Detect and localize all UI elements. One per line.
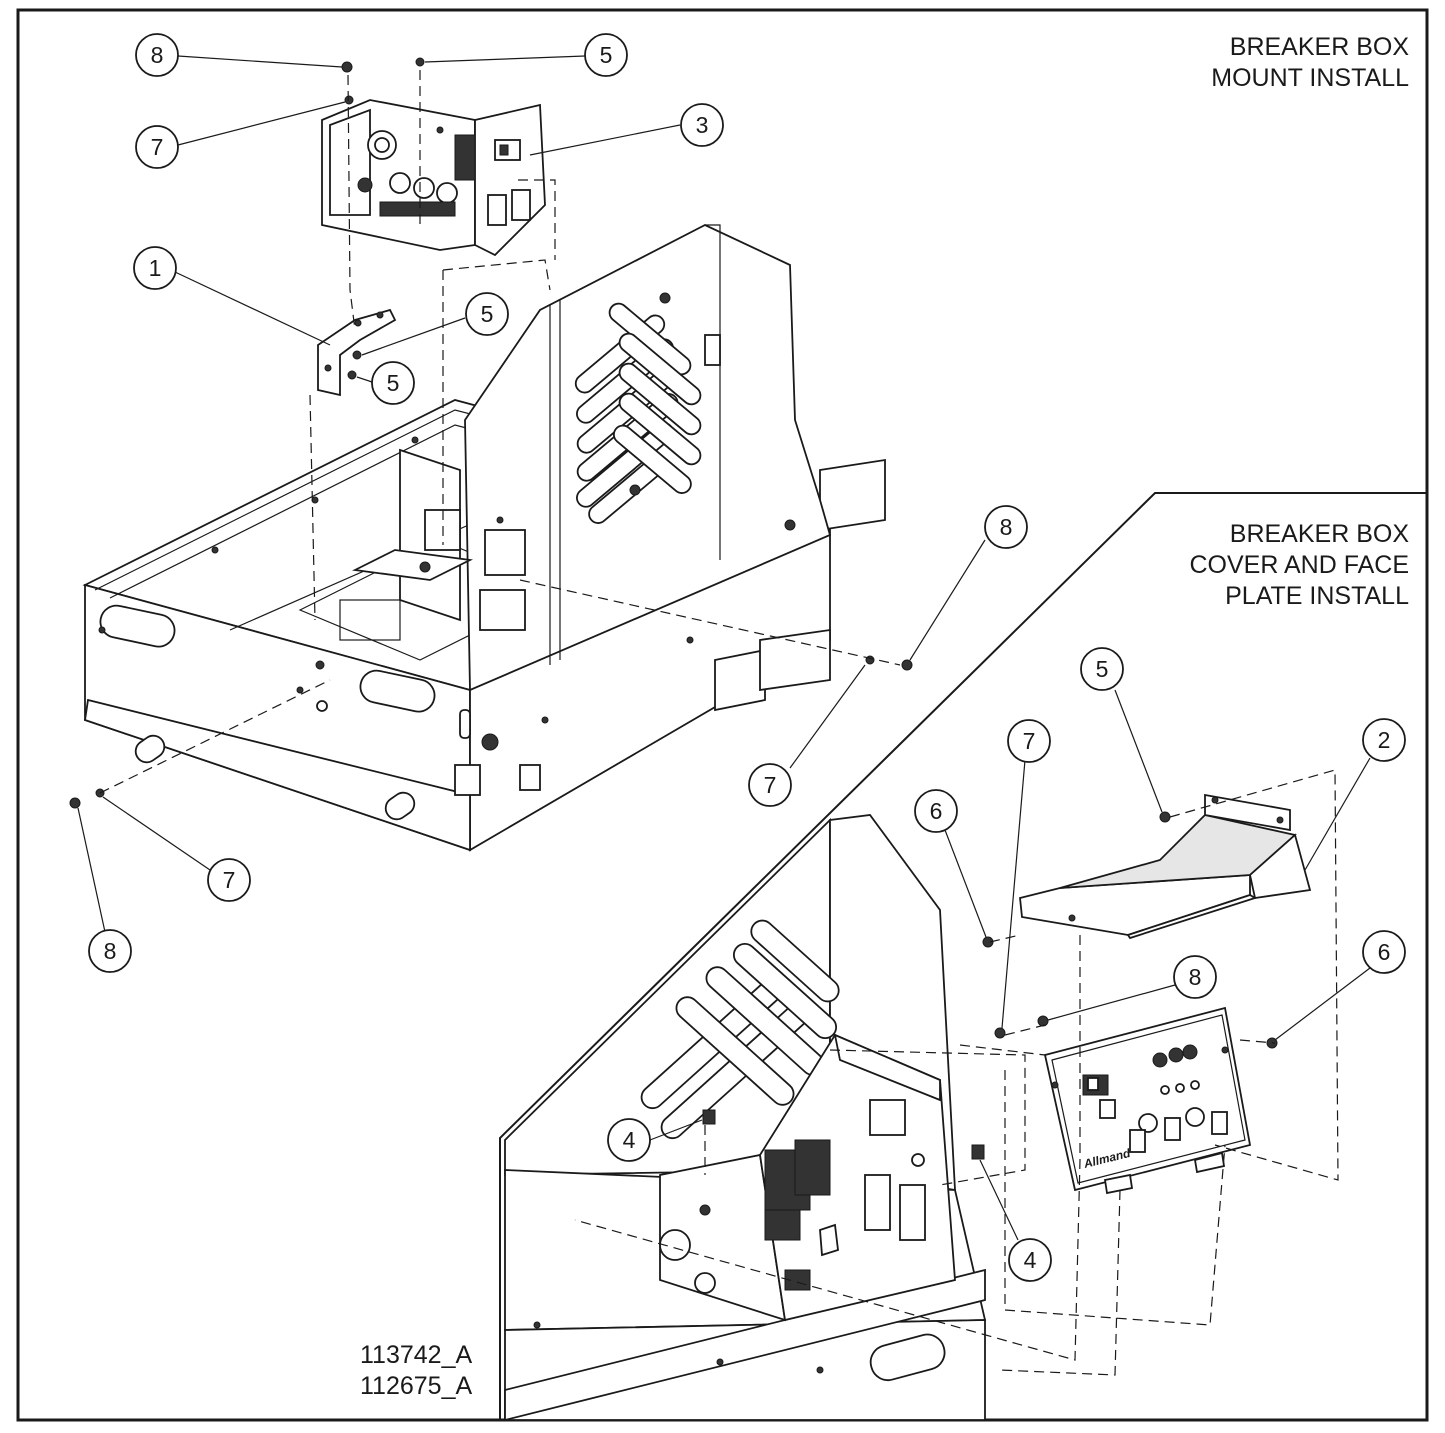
callout-2: 2 (1362, 718, 1406, 762)
callout-3: 3 (680, 103, 724, 147)
svg-text:3: 3 (696, 112, 709, 138)
svg-text:2: 2 (1378, 727, 1391, 753)
svg-text:8: 8 (104, 938, 117, 964)
svg-text:4: 4 (623, 1127, 636, 1153)
svg-text:8: 8 (1000, 514, 1013, 540)
svg-text:8: 8 (1189, 964, 1202, 990)
clip-4-right (971, 1144, 985, 1160)
mount-install-title-line-2: MOUNT INSTALL (1211, 64, 1409, 92)
svg-text:4: 4 (1024, 1247, 1037, 1273)
cover-install-title-line-2: COVER AND FACE (1189, 551, 1410, 579)
svg-text:8: 8 (151, 42, 164, 68)
callout-4-b: 4 (1008, 1238, 1052, 1282)
vent-slots (574, 302, 702, 524)
document-numbers: 113742_A 112675_A (360, 1340, 472, 1402)
mount-install-title: BREAKER BOX MOUNT INSTALL (1211, 32, 1409, 94)
tray-plate (351, 549, 474, 581)
svg-text:5: 5 (600, 42, 613, 68)
svg-text:7: 7 (223, 867, 236, 893)
bracket-part-1 (317, 308, 397, 397)
svg-text:7: 7 (1023, 728, 1036, 754)
nut-5-mid (352, 350, 362, 360)
cover-install-title-line-3: PLATE INSTALL (1225, 582, 1409, 610)
callout-5-b: 5 (465, 292, 509, 336)
washer-7-top (344, 95, 354, 105)
screw-8-left (69, 797, 81, 809)
washer-7-lower (994, 1027, 1006, 1039)
cover-install-title: BREAKER BOX COVER AND FACE PLATE INSTALL (1190, 519, 1410, 612)
callout-8-c: 8 (88, 929, 132, 973)
breaker-box-part-3 (321, 99, 546, 257)
svg-text:5: 5 (387, 370, 400, 396)
nut-5-low (347, 370, 357, 380)
clip-4-left (702, 1109, 716, 1125)
lower-breaker-box (659, 1033, 956, 1322)
callout-5-c: 5 (371, 361, 415, 405)
callout-5-a: 5 (584, 33, 628, 77)
callouts: 8 5 7 3 1 5 5 8 7 7 8 5 7 2 6 8 6 4 4 (77, 33, 1406, 1282)
callout-6-a: 6 (914, 789, 958, 833)
faceplate: Allmand (1043, 1006, 1252, 1195)
document-number-1: 113742_A (360, 1341, 473, 1369)
callout-6-b: 6 (1362, 930, 1406, 974)
mount-install-title-line-1: BREAKER BOX (1229, 33, 1409, 61)
nut-5-top (415, 57, 425, 67)
svg-text:7: 7 (764, 772, 777, 798)
callout-7-c: 7 (207, 858, 251, 902)
nut-5-cover (1159, 811, 1171, 823)
control-panel-wall (399, 223, 832, 692)
svg-text:5: 5 (1096, 656, 1109, 682)
callout-8-d: 8 (1173, 955, 1217, 999)
screw-8-top (341, 61, 353, 73)
screw-6-left (982, 936, 994, 948)
screw-8-right (901, 659, 913, 671)
svg-text:6: 6 (930, 798, 943, 824)
callout-7-b: 7 (748, 763, 792, 807)
callout-7-a: 7 (135, 125, 179, 169)
callout-4-a: 4 (607, 1118, 651, 1162)
cover-part-2 (1019, 793, 1312, 940)
cover-install-title-line-1: BREAKER BOX (1229, 520, 1409, 548)
svg-text:1: 1 (149, 255, 162, 281)
callout-8-a: 8 (135, 33, 179, 77)
screw-8-lower (1037, 1015, 1049, 1027)
svg-text:7: 7 (151, 134, 164, 160)
svg-text:6: 6 (1378, 939, 1391, 965)
document-number-2: 112675_A (360, 1372, 473, 1400)
callout-1: 1 (133, 246, 177, 290)
svg-text:5: 5 (481, 301, 494, 327)
callout-5-d: 5 (1080, 647, 1124, 691)
callout-8-b: 8 (984, 505, 1028, 549)
callout-7-d: 7 (1007, 719, 1051, 763)
panel-divider (499, 492, 1427, 1420)
